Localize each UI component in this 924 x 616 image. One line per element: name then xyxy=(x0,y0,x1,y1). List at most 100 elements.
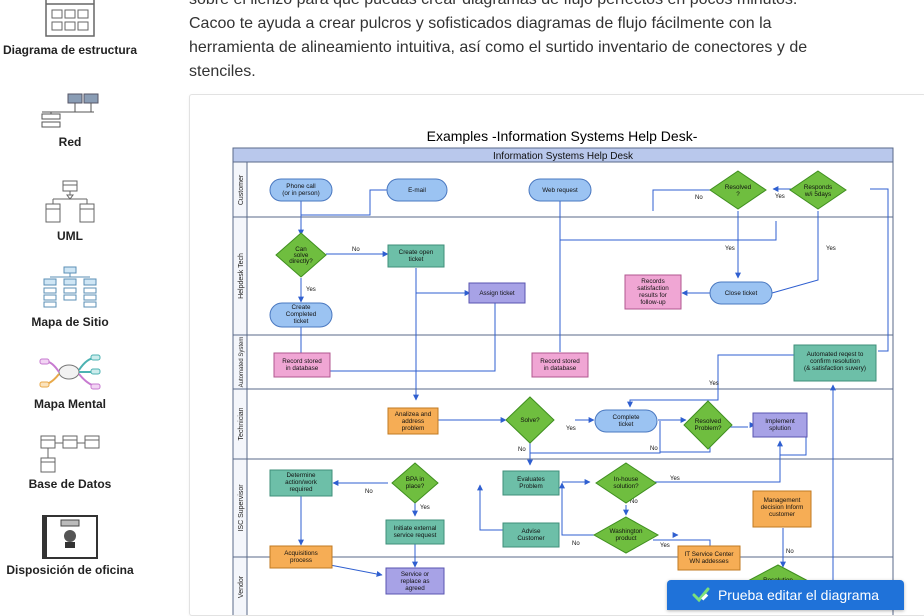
node-label: follow-up xyxy=(640,299,666,306)
node-label: Record stored xyxy=(282,358,322,365)
edge-label-no: No xyxy=(518,447,526,453)
node-evaluates-problem[interactable] xyxy=(502,470,560,496)
node-complete-ticket[interactable] xyxy=(594,409,658,433)
node-label: confirm resolution xyxy=(810,358,860,365)
sidebar-item-label: Diagrama de estructura xyxy=(2,43,138,57)
node-label: Assign ticket xyxy=(479,290,515,297)
node-initiate-external[interactable] xyxy=(385,519,445,545)
node-label: Records xyxy=(641,278,664,285)
node-label: customer xyxy=(769,511,795,518)
lane-label: Customer xyxy=(238,174,245,205)
edge-label-yes: Yes xyxy=(670,476,680,482)
node-label: Advise xyxy=(522,528,541,535)
node-label: Web request xyxy=(542,187,578,194)
sidebar-item-mindmap[interactable]: Mapa Mental xyxy=(0,350,140,411)
try-edit-diagram-label: Prueba editar el diagrama xyxy=(717,587,880,603)
node-label: replace as xyxy=(400,578,429,585)
node-records-satisfaction[interactable] xyxy=(624,274,682,310)
node-assign-ticket[interactable] xyxy=(468,282,526,304)
node-solve-decision[interactable] xyxy=(505,396,555,444)
node-label: splution xyxy=(769,425,791,432)
try-edit-diagram-button[interactable]: Prueba editar el diagrama xyxy=(667,580,904,610)
edge-label-no: No xyxy=(352,247,360,253)
node-bpa-decision[interactable] xyxy=(391,462,439,504)
node-acquisitions-process[interactable] xyxy=(269,545,333,569)
node-label: product xyxy=(615,535,636,542)
sidebar-item-structure-diagram[interactable]: Diagrama de estructura xyxy=(0,0,140,57)
node-inhouse-decision[interactable] xyxy=(595,462,657,504)
node-can-solve-decision[interactable] xyxy=(275,232,327,278)
sidebar-item-network[interactable]: Red xyxy=(0,92,140,149)
node-washington-decision[interactable] xyxy=(592,516,660,554)
node-resolved-problem-decision[interactable] xyxy=(683,400,733,450)
node-label: w/i 5days xyxy=(804,191,831,198)
edge-label-yes: Yes xyxy=(306,287,316,293)
node-label: Close ticket xyxy=(725,290,758,297)
node-label: IT Service Center xyxy=(685,551,734,558)
node-responds-decision[interactable] xyxy=(789,170,847,210)
node-email[interactable] xyxy=(386,178,448,202)
node-web-request[interactable] xyxy=(528,178,592,202)
node-label: action/work xyxy=(285,479,318,486)
node-label: address xyxy=(402,418,424,425)
node-label: solution? xyxy=(613,483,639,490)
node-label: in database xyxy=(286,365,319,372)
node-advise-customer[interactable] xyxy=(502,522,560,548)
node-label: decision Inform xyxy=(761,504,804,511)
node-analyze-problem[interactable] xyxy=(387,407,439,435)
structure-diagram-icon xyxy=(45,0,95,37)
diagram-header-bar xyxy=(232,147,894,163)
office-layout-icon xyxy=(42,515,98,559)
sidebar-item-label: Red xyxy=(58,135,82,149)
node-label: Acquisitions xyxy=(284,550,318,557)
sidebar-item-sitemap[interactable]: Mapa de Sitio xyxy=(0,266,140,329)
node-record-stored-b[interactable] xyxy=(531,352,589,378)
network-icon xyxy=(41,93,99,128)
node-automated-request[interactable] xyxy=(793,344,877,382)
diagram-title: Examples -Information Systems Help Desk- xyxy=(427,128,698,144)
node-record-stored-a[interactable] xyxy=(273,352,331,378)
node-it-service-center[interactable] xyxy=(677,545,741,571)
node-label: (or in person) xyxy=(282,190,319,197)
node-label: Record stored xyxy=(540,358,580,365)
node-label: E-mail xyxy=(408,187,426,194)
node-label: problem xyxy=(402,425,425,432)
node-create-open-ticket[interactable] xyxy=(387,244,445,268)
node-resolved-decision[interactable] xyxy=(709,170,767,210)
node-label: (& satisfaction suvery) xyxy=(804,365,866,372)
diagram-card: Examples -Information Systems Help Desk-… xyxy=(189,94,924,616)
node-label: Resolved xyxy=(725,184,752,191)
intro-line: sobre el lienzo para que puedas crear di… xyxy=(189,0,909,12)
node-service-or-replace[interactable] xyxy=(385,567,445,595)
node-label: Determine xyxy=(286,472,316,479)
sidebar-item-label: Mapa Mental xyxy=(33,397,106,411)
node-label: directly? xyxy=(289,258,313,265)
node-label: results for xyxy=(639,292,667,299)
node-label: Completed xyxy=(286,311,317,318)
node-management-decision[interactable] xyxy=(752,490,812,528)
node-label: Management xyxy=(764,497,801,504)
edge-label-no: No xyxy=(365,489,373,495)
sidebar-item-uml[interactable]: UML xyxy=(0,180,140,243)
lane-label: Vendor xyxy=(238,575,245,598)
edge-label-yes: Yes xyxy=(775,194,785,200)
node-label: service request xyxy=(394,532,437,539)
lane-label: Technician xyxy=(238,407,245,440)
node-phone-call[interactable] xyxy=(269,178,333,202)
node-label: ? xyxy=(736,191,740,198)
lane-label: Helpdesk Tech xyxy=(238,253,245,299)
diagram-header: Information Systems Help Desk xyxy=(493,151,634,162)
node-label: In-house xyxy=(614,476,639,483)
node-label: solve xyxy=(294,252,309,259)
node-determine-action[interactable] xyxy=(269,469,333,497)
node-implement-solution[interactable] xyxy=(752,412,808,438)
sidebar-item-database[interactable]: Base de Datos xyxy=(0,434,140,491)
node-create-completed-ticket[interactable] xyxy=(269,302,333,328)
node-label: ticket xyxy=(619,421,634,428)
node-label: Customer xyxy=(517,535,544,542)
node-label: Automated reqest to xyxy=(807,351,864,358)
flowchart-diagram[interactable]: Examples -Information Systems Help Desk-… xyxy=(190,95,924,615)
sidebar-item-office-layout[interactable]: Disposición de oficina xyxy=(0,514,140,577)
edge-label-yes: Yes xyxy=(826,246,836,252)
node-close-ticket[interactable] xyxy=(709,281,773,305)
